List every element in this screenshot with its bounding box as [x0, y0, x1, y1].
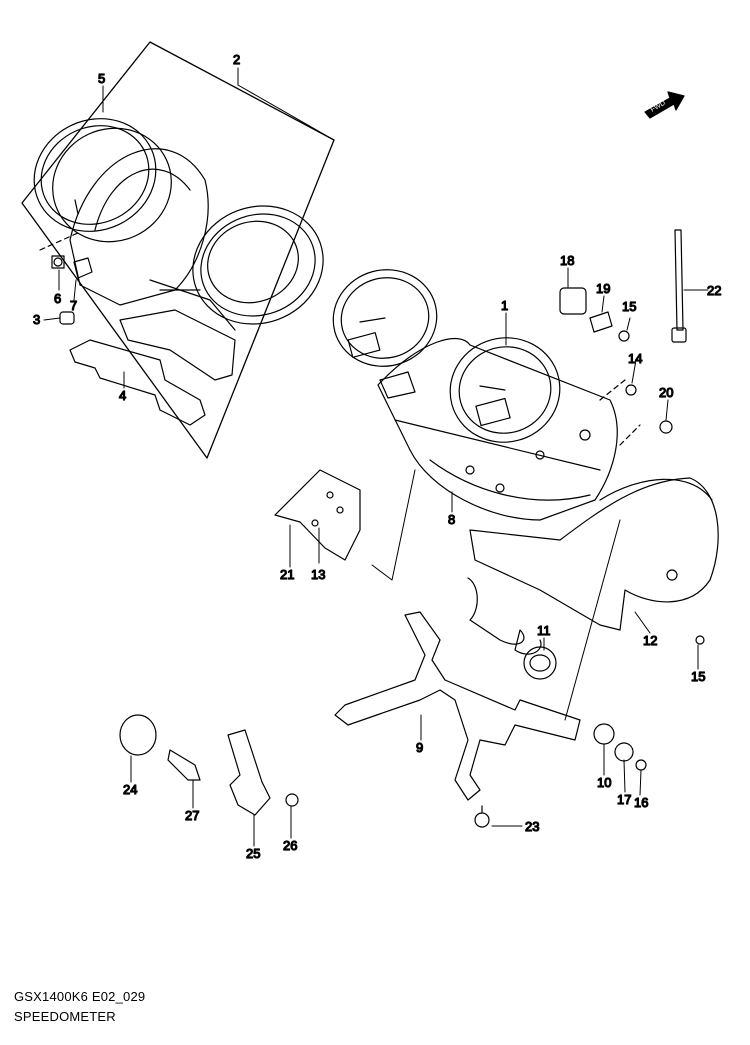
kit-box-outline [21, 41, 335, 459]
box-screws [51, 255, 93, 325]
callout-10: 10 [597, 775, 611, 790]
callout-19: 19 [596, 281, 610, 296]
diagram-title: SPEEDOMETER [14, 1009, 116, 1024]
callout-25: 25 [246, 846, 260, 861]
callout-26: 26 [283, 838, 297, 853]
callout-15a: 15 [622, 299, 636, 314]
callout-16: 16 [634, 795, 648, 810]
gasket-plate-part [69, 339, 206, 426]
rear-cover-part [469, 477, 719, 631]
meter-assembly-part [332, 269, 618, 521]
small-hardware [474, 287, 705, 828]
callout-22: 22 [707, 283, 721, 298]
callout-5: 5 [98, 71, 105, 86]
gasket-seal-part [119, 309, 236, 381]
callout-8: 8 [448, 512, 455, 527]
callout-6: 6 [54, 291, 61, 306]
callout-21: 21 [280, 567, 294, 582]
leader-lines [43, 67, 709, 847]
model-code: GSX1400K6 E02_029 [14, 989, 146, 1004]
callout-3: 3 [33, 312, 40, 327]
callout-4: 4 [119, 388, 126, 403]
callout-24: 24 [123, 782, 137, 797]
callout-23: 23 [525, 819, 539, 834]
callout-13: 13 [311, 567, 325, 582]
sensor-parts [119, 714, 299, 816]
callout-15b: 15 [691, 669, 705, 684]
callout-2: 2 [233, 52, 240, 67]
callout-27: 27 [185, 808, 199, 823]
cable-tie-part [671, 229, 687, 343]
bracket-part [334, 611, 581, 801]
holder-part [274, 469, 361, 561]
callout-labels: 2 5 6 7 3 4 1 8 9 11 12 21 13 14 15 15 1… [32, 51, 722, 861]
reference-lines [39, 231, 641, 446]
clip-spring-part [467, 577, 542, 655]
callout-18: 18 [560, 253, 574, 268]
callout-20: 20 [659, 385, 673, 400]
callout-11: 11 [537, 623, 551, 638]
fwd-arrow-icon: FWD [644, 91, 685, 119]
callout-17: 17 [617, 792, 631, 807]
bezel-ring-part [33, 118, 172, 243]
callout-1: 1 [501, 298, 508, 313]
meter-lens-cover-part [69, 148, 324, 331]
callout-7: 7 [70, 298, 77, 313]
callout-9: 9 [416, 740, 423, 755]
callout-12: 12 [643, 633, 657, 648]
callout-14: 14 [628, 351, 642, 366]
